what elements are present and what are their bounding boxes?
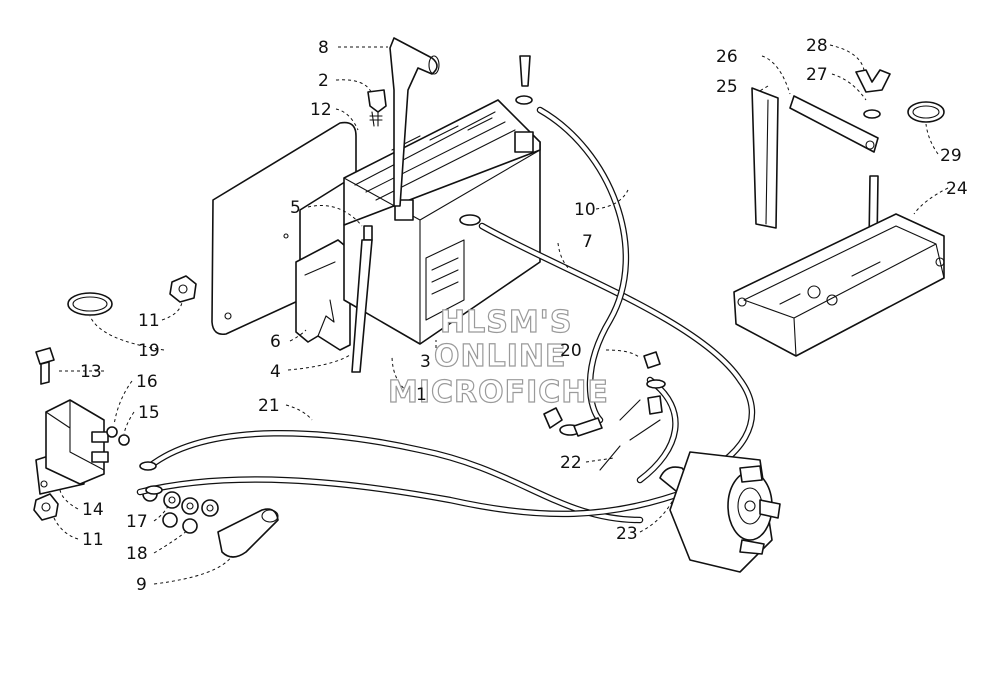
- callout-4: 4: [270, 362, 281, 382]
- washers-nuts: [142, 486, 219, 534]
- nut-upper: [169, 275, 197, 303]
- callout-19: 19: [138, 341, 160, 361]
- vent-tube: [351, 225, 373, 373]
- battery-tray: [733, 213, 945, 357]
- callout-14: 14: [82, 500, 104, 520]
- bolt: [35, 347, 55, 385]
- strap-cross-bar: [789, 95, 879, 153]
- leader-lines: [53, 44, 949, 585]
- terminal-bolt: [367, 89, 387, 127]
- callout-23: 23: [616, 524, 638, 544]
- callout-26: 26: [716, 47, 738, 67]
- battery-cables: [136, 106, 756, 524]
- callout-22: 22: [560, 453, 582, 473]
- terminal-boot: [389, 37, 440, 207]
- callout-11-upper: 11: [138, 311, 160, 331]
- callout-21: 21: [258, 396, 280, 416]
- callout-24: 24: [946, 179, 968, 199]
- callout-28: 28: [806, 36, 828, 56]
- callout-15: 15: [138, 403, 160, 423]
- nut-lower: [33, 493, 59, 521]
- callout-29: 29: [940, 146, 962, 166]
- callout-10: 10: [574, 200, 596, 220]
- callout-7: 7: [582, 232, 593, 252]
- callout-27: 27: [806, 65, 828, 85]
- small-nuts: [106, 426, 130, 446]
- ring-clip-right: [907, 101, 945, 123]
- callout-25: 25: [716, 77, 738, 97]
- battery: [343, 99, 541, 345]
- callout-20: 20: [560, 341, 582, 361]
- callout-5: 5: [290, 198, 301, 218]
- cable-lugs: [139, 55, 666, 495]
- hold-down-strap: [751, 87, 779, 229]
- watermark-line-2: ONLINE: [434, 339, 567, 374]
- callout-17: 17: [126, 512, 148, 532]
- callout-11-lower: 11: [82, 530, 104, 550]
- ring-clip-upper: [67, 292, 113, 316]
- starter-motor: [599, 399, 781, 573]
- callout-1: 1: [416, 385, 427, 405]
- watermark-line-3: MICROFICHE: [388, 375, 609, 410]
- callout-3: 3: [420, 352, 431, 372]
- battery-cover-plate: [211, 121, 357, 336]
- callout-13: 13: [80, 362, 102, 382]
- callout-18: 18: [126, 544, 148, 564]
- callout-2: 2: [318, 71, 329, 91]
- callout-16: 16: [136, 372, 158, 392]
- callout-labels: 1 2 3 4 5 6 7 8 9 10 11 11 12 13 14 15 1…: [80, 36, 968, 595]
- starter-solenoid: [35, 399, 109, 495]
- battery-bracket: [295, 239, 351, 351]
- watermark: HLSM'S ONLINE MICROFICHE: [387, 304, 609, 410]
- callout-6: 6: [270, 332, 281, 352]
- callout-9: 9: [136, 575, 147, 595]
- wing-nut: [855, 69, 891, 119]
- callout-8: 8: [318, 38, 329, 58]
- callout-12: 12: [310, 100, 332, 120]
- watermark-line-1: HLSM'S: [440, 305, 572, 340]
- terminal-boot-lower: [217, 508, 279, 558]
